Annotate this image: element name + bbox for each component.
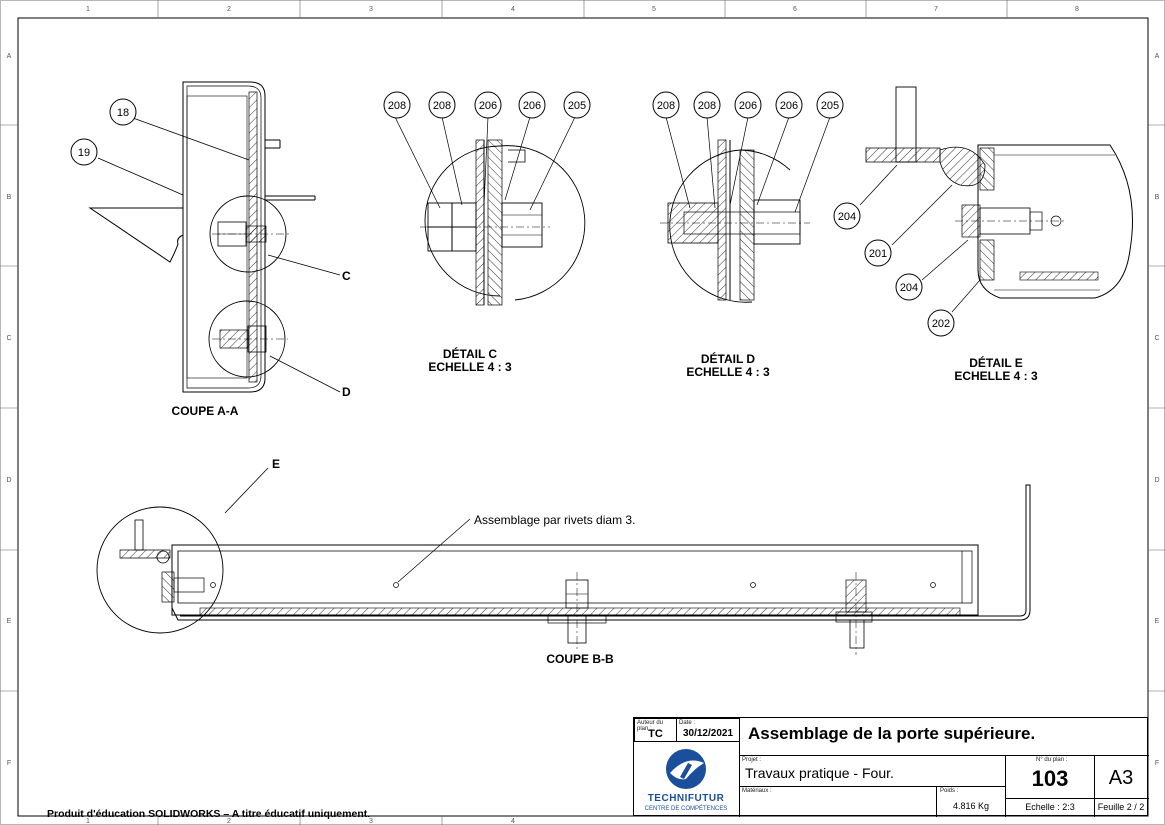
author-label: Auteur du plan :	[637, 720, 664, 732]
svg-text:2: 2	[227, 818, 231, 825]
svg-text:8: 8	[1075, 6, 1079, 13]
svg-text:208: 208	[657, 100, 675, 112]
author-cell: Auteur du plan : TC	[634, 718, 677, 742]
svg-text:4: 4	[511, 6, 515, 13]
date-value: 30/12/2021	[682, 728, 734, 739]
svg-text:1: 1	[86, 818, 90, 825]
detail-c-title: DÉTAIL C	[442, 347, 498, 361]
coupe-aa-label: COUPE A-A	[171, 404, 239, 418]
weight-value: 4.816 Kg	[952, 801, 990, 811]
plan-number-label: N° du plan :	[1036, 757, 1068, 763]
svg-text:C: C	[6, 335, 11, 342]
author-value: TC	[648, 728, 663, 740]
project-value: Travaux pratique - Four.	[745, 765, 894, 781]
svg-text:205: 205	[821, 100, 839, 112]
detail-c-view	[394, 116, 586, 306]
balloon-18: 18	[109, 98, 137, 126]
date-label: Date :	[679, 720, 696, 726]
coupe-bb-section	[96, 467, 1031, 655]
svg-text:D: D	[1154, 477, 1159, 484]
detail-e-view	[859, 86, 1133, 313]
svg-text:206: 206	[739, 100, 757, 112]
detail-e-title: DÉTAIL E	[969, 356, 1023, 370]
plan-number-value: 103	[1031, 766, 1069, 791]
sheet-cell: Feuille 2 / 2	[1094, 798, 1149, 817]
detail-d-view	[660, 116, 831, 303]
project-label: Projet :	[742, 757, 762, 763]
svg-text:206: 206	[780, 100, 798, 112]
svg-text:2: 2	[227, 6, 231, 13]
svg-text:201: 201	[869, 248, 887, 260]
svg-text:18: 18	[117, 107, 129, 119]
drawing-title: Assemblage de la porte supérieure.	[748, 724, 1036, 743]
material-cell: Matériaux :	[739, 786, 937, 817]
detail-e-balloons: 204 201 204 202	[833, 202, 955, 337]
coupe-bb-label: COUPE B-B	[546, 652, 614, 666]
detail-d-balloons: 208 208 206 206 205	[652, 91, 844, 119]
svg-text:1: 1	[86, 6, 90, 13]
detail-c-balloons: 208 208 206 206 205	[383, 91, 591, 119]
detail-d-scale: ECHELLE 4 : 3	[686, 365, 770, 379]
svg-text:E: E	[1155, 618, 1160, 625]
scale-value: Echelle : 2:3	[1025, 802, 1075, 812]
svg-text:D: D	[6, 477, 11, 484]
svg-text:5: 5	[652, 6, 656, 13]
svg-text:208: 208	[433, 100, 451, 112]
svg-text:4: 4	[511, 818, 515, 825]
svg-text:F: F	[7, 760, 11, 767]
coupe-aa-section	[88, 81, 341, 393]
detail-d-title: DÉTAIL D	[700, 352, 756, 366]
svg-text:B: B	[7, 194, 12, 201]
weight-label: Poids :	[940, 788, 959, 794]
svg-text:3: 3	[369, 6, 373, 13]
svg-text:6: 6	[793, 6, 797, 13]
svg-text:B: B	[1155, 194, 1160, 201]
svg-text:208: 208	[388, 100, 406, 112]
detail-c-scale: ECHELLE 4 : 3	[428, 360, 512, 374]
sheet-value: Feuille 2 / 2	[1097, 802, 1145, 812]
svg-text:F: F	[1155, 760, 1159, 767]
svg-text:206: 206	[479, 100, 497, 112]
svg-text:E: E	[7, 618, 12, 625]
svg-text:208: 208	[698, 100, 716, 112]
format-cell: A3	[1094, 755, 1149, 799]
svg-text:19: 19	[78, 147, 90, 159]
logo-subtext: CENTRE DE COMPÉTENCES	[644, 806, 728, 812]
detail-e-scale: ECHELLE 4 : 3	[954, 369, 1038, 383]
svg-text:205: 205	[568, 100, 586, 112]
svg-text:A: A	[7, 53, 12, 60]
format-value: A3	[1108, 767, 1134, 789]
logo-text: TECHNIFUTUR	[647, 793, 725, 804]
material-label: Matériaux :	[742, 788, 772, 794]
technifutur-logo-icon	[666, 749, 706, 789]
svg-text:3: 3	[369, 818, 373, 825]
svg-text:202: 202	[932, 318, 950, 330]
title-block: Auteur du plan : TC Date : 30/12/2021 TE…	[633, 717, 1149, 817]
svg-text:A: A	[1155, 53, 1160, 60]
svg-text:7: 7	[934, 6, 938, 13]
logo-cell: TECHNIFUTUR CENTRE DE COMPÉTENCES	[634, 741, 740, 817]
svg-text:C: C	[1154, 335, 1159, 342]
svg-text:204: 204	[900, 282, 918, 294]
scale-cell: Echelle : 2:3	[1005, 798, 1095, 817]
date-cell: Date : 30/12/2021	[676, 718, 740, 742]
detail-ref-e: E	[272, 457, 280, 471]
balloon-19: 19	[70, 138, 98, 166]
educational-watermark: Produit d'éducation SOLIDWORKS – A titre…	[47, 808, 371, 820]
project-cell: Projet : Travaux pratique - Four.	[739, 755, 1005, 787]
svg-text:204: 204	[838, 211, 856, 223]
detail-ref-d: D	[342, 385, 351, 399]
svg-text:206: 206	[523, 100, 541, 112]
detail-ref-c: C	[342, 269, 351, 283]
plan-number-cell: N° du plan : 103	[1005, 755, 1095, 799]
weight-cell: Poids : 4.816 Kg	[936, 786, 1006, 817]
rivet-note: Assemblage par rivets diam 3.	[474, 513, 635, 527]
border-labels: 1 2 3 4 5 6 7 8 1 2 3 4 A B C D E F A B …	[6, 6, 1159, 825]
